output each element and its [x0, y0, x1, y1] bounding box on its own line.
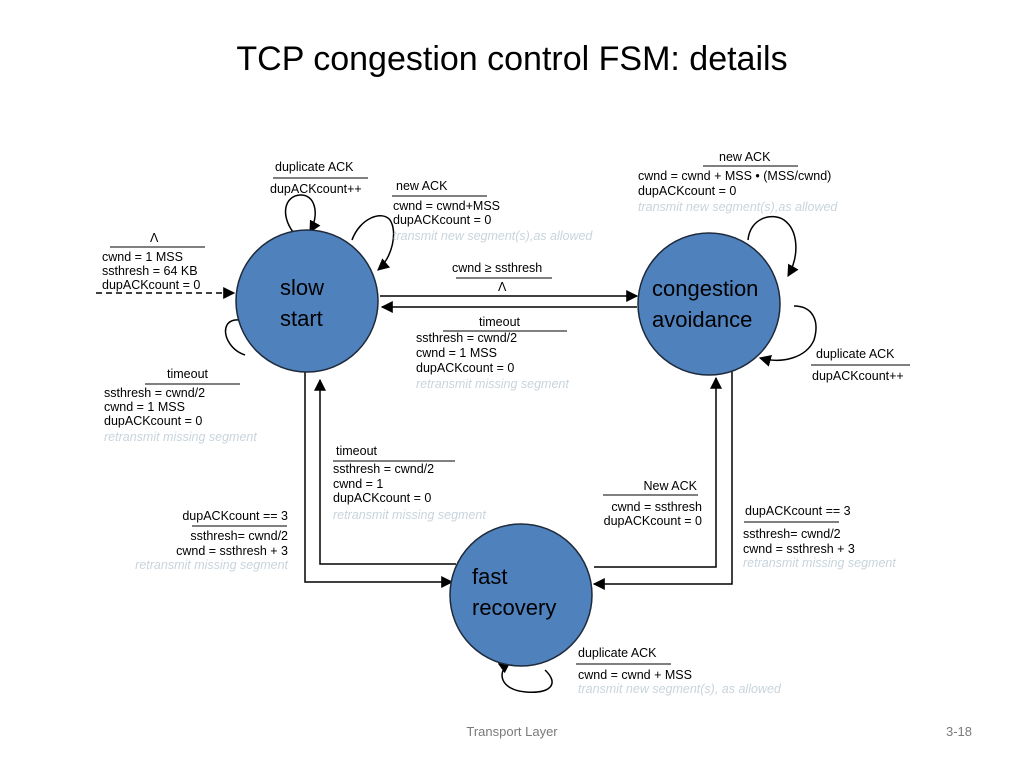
- label-ca-to-fr: dupACKcount == 3 ssthresh= cwnd/2 cwnd =…: [743, 504, 896, 570]
- faint-action-text: retransmit missing segment: [104, 430, 257, 444]
- action-text: cwnd = 1 MSS: [416, 346, 497, 360]
- event-text: duplicate ACK: [275, 160, 354, 174]
- state-label: recovery: [472, 595, 556, 620]
- label-ss-to-ca: cwnd ≥ ssthresh Λ: [452, 261, 552, 294]
- faint-action-text: transmit new segment(s),as allowed: [638, 200, 838, 214]
- action-text: dupACKcount = 0: [604, 514, 702, 528]
- event-text: duplicate ACK: [816, 347, 895, 361]
- faint-action-text: retransmit missing segment: [135, 558, 288, 572]
- action-text: ssthresh = cwnd/2: [104, 386, 205, 400]
- action-text: ssthresh = cwnd/2: [333, 462, 434, 476]
- action-text: ssthresh = cwnd/2: [416, 331, 517, 345]
- event-text: timeout: [167, 367, 209, 381]
- ca-dup-loop: [758, 305, 817, 367]
- event-text: new ACK: [719, 150, 771, 164]
- action-text: ssthresh= cwnd/2: [743, 527, 841, 541]
- label-ca-dup: duplicate ACK dupACKcount++: [811, 347, 910, 383]
- action-text: Λ: [498, 280, 507, 294]
- label-fr-dup: duplicate ACK cwnd = cwnd + MSS transmit…: [576, 646, 782, 696]
- event-text: New ACK: [644, 479, 698, 493]
- action-text: dupACKcount++: [270, 182, 362, 196]
- fr-to-ca-arrow: [594, 376, 722, 568]
- state-fast-recovery: fast recovery: [449, 523, 593, 667]
- action-text: dupACKcount = 0: [102, 278, 200, 292]
- footer-course-label: Transport Layer: [466, 724, 558, 739]
- event-text: timeout: [479, 315, 521, 329]
- action-text: dupACKcount = 0: [104, 414, 202, 428]
- action-text: cwnd = ssthresh + 3: [176, 544, 288, 558]
- faint-action-text: retransmit missing segment: [416, 377, 569, 391]
- label-ss-dup: duplicate ACK dupACKcount++: [270, 160, 368, 196]
- ss-to-fr-arrow: [304, 370, 454, 588]
- ca-to-fr-arrow: [592, 368, 733, 590]
- action-text: dupACKcount = 0: [393, 213, 491, 227]
- slide-title: TCP congestion control FSM: details: [236, 40, 788, 78]
- event-text: dupACKcount == 3: [182, 509, 288, 523]
- event-text: timeout: [336, 444, 378, 458]
- state-label: slow: [280, 275, 324, 300]
- event-text: Λ: [150, 231, 159, 245]
- action-text: dupACKcount = 0: [333, 491, 431, 505]
- action-text: cwnd = 1 MSS: [102, 250, 183, 264]
- ss-newack-loop: [351, 215, 395, 271]
- state-circle: [235, 229, 379, 373]
- action-text: ssthresh = 64 KB: [102, 264, 198, 278]
- action-text: cwnd = cwnd + MSS • (MSS/cwnd): [638, 169, 831, 183]
- action-text: dupACKcount = 0: [638, 184, 736, 198]
- state-label: avoidance: [652, 307, 752, 332]
- slide-number: 3-18: [945, 724, 972, 739]
- state-circle: [449, 523, 593, 667]
- faint-action-text: retransmit missing segment: [333, 508, 486, 522]
- label-ss-to-fr: dupACKcount == 3 ssthresh= cwnd/2 cwnd =…: [135, 509, 288, 572]
- event-text: duplicate ACK: [578, 646, 657, 660]
- label-ss-timeout: timeout ssthresh = cwnd/2 cwnd = 1 MSS d…: [104, 367, 257, 444]
- action-text: cwnd = cwnd+MSS: [393, 199, 500, 213]
- fr-dup-loop: [497, 661, 553, 693]
- action-text: dupACKcount++: [812, 369, 904, 383]
- transition-arrows: [96, 194, 817, 693]
- event-text: new ACK: [396, 179, 448, 193]
- state-label: congestion: [652, 276, 758, 301]
- label-ss-newack: new ACK cwnd = cwnd+MSS dupACKcount = 0 …: [392, 179, 593, 243]
- label-fr-to-ss: timeout ssthresh = cwnd/2 cwnd = 1 dupAC…: [333, 444, 486, 522]
- faint-action-text: transmit new segment(s), as allowed: [578, 682, 782, 696]
- label-ca-to-ss: timeout ssthresh = cwnd/2 cwnd = 1 MSS d…: [416, 315, 569, 391]
- ss-dup-loop: [284, 194, 321, 234]
- label-fr-to-ca: New ACK cwnd = ssthresh dupACKcount = 0: [603, 479, 702, 528]
- state-circle: [637, 232, 781, 376]
- faint-action-text: transmit new segment(s),as allowed: [393, 229, 593, 243]
- state-congestion-avoidance: congestion avoidance: [637, 232, 781, 376]
- state-slow-start: slow start: [235, 229, 379, 373]
- faint-action-text: retransmit missing segment: [743, 556, 896, 570]
- state-label: fast: [472, 564, 507, 589]
- ca-newack-loop: [747, 215, 799, 278]
- fr-to-ss-arrow: [314, 378, 456, 565]
- action-text: dupACKcount = 0: [416, 361, 514, 375]
- action-text: cwnd = ssthresh: [611, 500, 702, 514]
- event-text: dupACKcount == 3: [745, 504, 851, 518]
- event-text: cwnd ≥ ssthresh: [452, 261, 542, 275]
- action-text: ssthresh= cwnd/2: [190, 529, 288, 543]
- action-text: cwnd = 1 MSS: [104, 400, 185, 414]
- action-text: cwnd = 1: [333, 477, 383, 491]
- action-text: cwnd = cwnd + MSS: [578, 668, 692, 682]
- label-init: Λ cwnd = 1 MSS ssthresh = 64 KB dupACKco…: [102, 231, 205, 292]
- action-text: cwnd = ssthresh + 3: [743, 542, 855, 556]
- label-ca-newack: new ACK cwnd = cwnd + MSS • (MSS/cwnd) d…: [638, 150, 838, 214]
- state-label: start: [280, 306, 323, 331]
